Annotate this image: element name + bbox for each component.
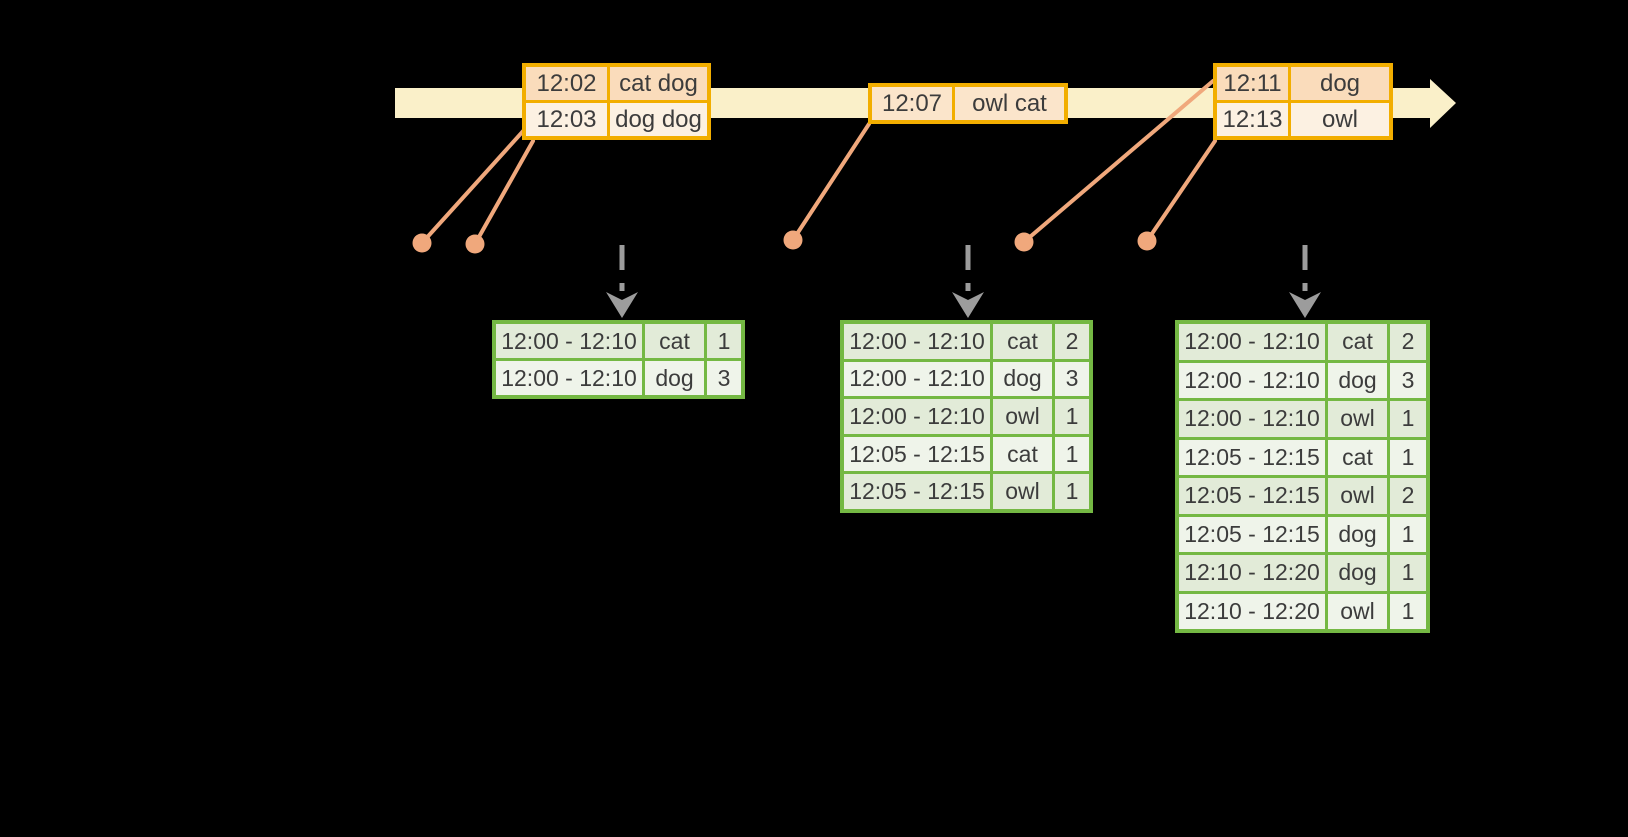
word-cell: owl [1328, 593, 1387, 629]
event-connector-line [1145, 139, 1217, 243]
window-cell: 12:05 - 12:15 [1179, 516, 1325, 552]
event-time-cell: 12:03 [526, 103, 607, 136]
event-words-cell: cat dog [610, 67, 707, 100]
word-cell: dog [993, 361, 1052, 397]
event-connector-line [420, 127, 527, 245]
event-words-cell: dog [1291, 67, 1389, 100]
count-cell: 2 [1055, 324, 1089, 359]
word-cell: dog [1328, 516, 1387, 552]
word-cell: cat [1328, 324, 1387, 360]
count-cell: 1 [1055, 474, 1089, 509]
count-cell: 2 [1390, 478, 1426, 514]
count-cell: 1 [1390, 593, 1426, 629]
event-dot [783, 230, 803, 250]
event-connector-line [1022, 79, 1215, 244]
word-cell: cat [645, 324, 704, 358]
word-cell: cat [993, 436, 1052, 472]
event-words-cell: owl [1291, 103, 1389, 136]
count-cell: 1 [1390, 516, 1426, 552]
trigger-arrowhead-icon [606, 292, 638, 318]
count-cell: 3 [707, 361, 741, 395]
window-cell: 12:00 - 12:10 [496, 324, 642, 358]
count-cell: 1 [1055, 436, 1089, 472]
event-dot [1137, 231, 1157, 251]
count-cell: 1 [1390, 401, 1426, 437]
event-box-3: 12:11 dog 12:13 owl [1213, 63, 1393, 140]
event-time-cell: 12:07 [872, 87, 952, 120]
word-cell: owl [993, 474, 1052, 509]
window-cell: 12:00 - 12:10 [844, 361, 990, 397]
window-cell: 12:00 - 12:10 [1179, 401, 1325, 437]
count-cell: 1 [1055, 399, 1089, 434]
count-cell: 1 [1390, 555, 1426, 591]
word-cell: owl [993, 399, 1052, 434]
event-words-cell: dog dog [610, 103, 707, 136]
count-cell: 1 [1390, 439, 1426, 475]
window-cell: 12:05 - 12:15 [1179, 478, 1325, 514]
word-cell: owl [1328, 478, 1387, 514]
event-time-cell: 12:11 [1217, 67, 1288, 100]
event-box-1: 12:02 cat dog 12:03 dog dog [522, 63, 711, 140]
window-cell: 12:00 - 12:10 [1179, 362, 1325, 398]
event-dot [1014, 232, 1034, 252]
result-table-3: 12:00 - 12:10 cat 2 12:00 - 12:10 dog 3 … [1175, 320, 1430, 633]
count-cell: 2 [1390, 324, 1426, 360]
window-cell: 12:00 - 12:10 [496, 361, 642, 395]
word-cell: dog [645, 361, 704, 395]
count-cell: 3 [1055, 361, 1089, 397]
window-cell: 12:00 - 12:10 [844, 324, 990, 359]
trigger-arrowhead-icon [1289, 292, 1321, 318]
window-cell: 12:05 - 12:15 [1179, 439, 1325, 475]
event-dot [465, 234, 485, 254]
event-connector-line [473, 139, 535, 246]
word-cell: cat [993, 324, 1052, 359]
event-words-cell: owl cat [955, 87, 1064, 120]
window-cell: 12:00 - 12:10 [844, 399, 990, 434]
word-cell: owl [1328, 401, 1387, 437]
timeline-arrowhead-icon [1430, 79, 1456, 128]
event-connector-line [791, 122, 871, 242]
event-dot [412, 233, 432, 253]
word-cell: dog [1328, 362, 1387, 398]
window-cell: 12:00 - 12:10 [1179, 324, 1325, 360]
result-table-2: 12:00 - 12:10 cat 2 12:00 - 12:10 dog 3 … [840, 320, 1093, 513]
word-cell: dog [1328, 555, 1387, 591]
window-cell: 12:10 - 12:20 [1179, 555, 1325, 591]
trigger-arrowhead-icon [952, 292, 984, 318]
window-cell: 12:05 - 12:15 [844, 436, 990, 472]
event-time-cell: 12:02 [526, 67, 607, 100]
window-cell: 12:05 - 12:15 [844, 474, 990, 509]
event-box-2: 12:07 owl cat [868, 83, 1068, 124]
count-cell: 3 [1390, 362, 1426, 398]
count-cell: 1 [707, 324, 741, 358]
result-table-1: 12:00 - 12:10 cat 1 12:00 - 12:10 dog 3 [492, 320, 745, 399]
event-time-cell: 12:13 [1217, 103, 1288, 136]
window-cell: 12:10 - 12:20 [1179, 593, 1325, 629]
word-cell: cat [1328, 439, 1387, 475]
